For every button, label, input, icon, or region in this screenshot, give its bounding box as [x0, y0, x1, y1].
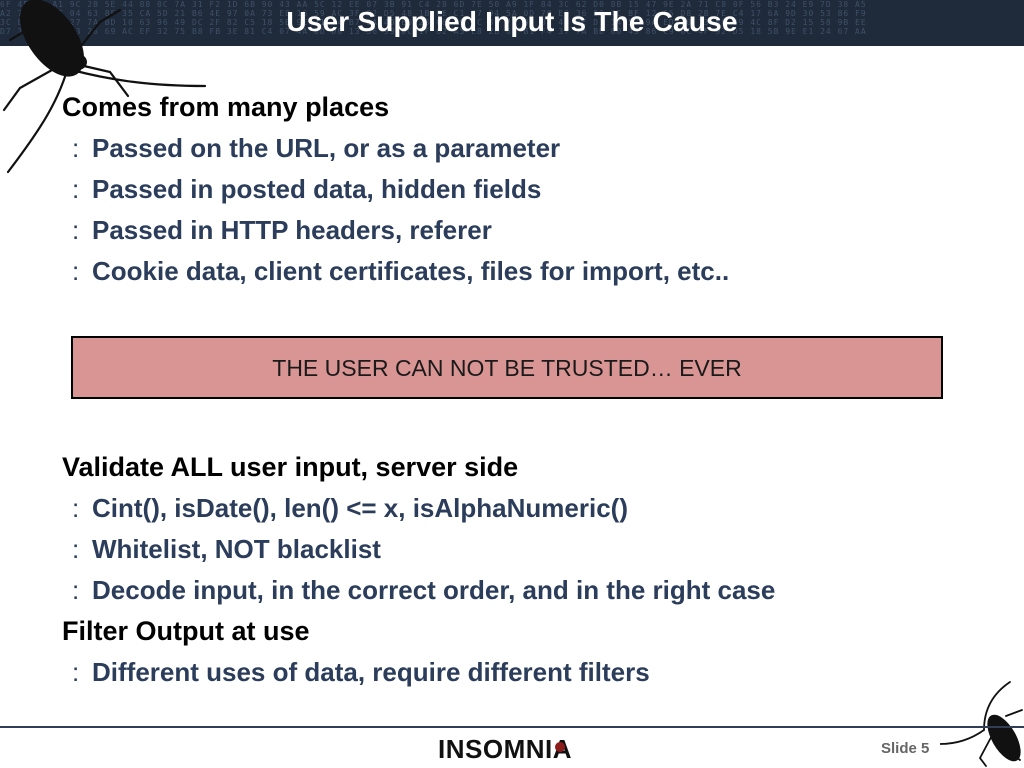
bullet-marker: :	[72, 174, 80, 204]
list-item: : Whitelist, NOT blacklist	[72, 534, 381, 565]
list-item-text: Decode input, in the correct order, and …	[92, 575, 776, 605]
section-heading-validate: Validate ALL user input, server side	[62, 452, 519, 482]
list-item-text: Cookie data, client certificates, files …	[92, 256, 730, 286]
list-item-text: Different uses of data, require differen…	[92, 657, 650, 687]
list-item-text: Passed in posted data, hidden fields	[92, 174, 542, 204]
section-heading-filter: Filter Output at use	[62, 616, 310, 646]
list-item: : Cookie data, client certificates, files…	[72, 256, 729, 287]
warning-text: THE USER CAN NOT BE TRUSTED… EVER	[272, 355, 742, 381]
bullet-marker: :	[72, 575, 80, 605]
logo-text: INSOMNIA	[438, 734, 572, 764]
bullet-marker: :	[72, 133, 80, 163]
header-bar: 6F 45 33 A1 9C 2B 5E 44 88 0C 7A 31 F2 1…	[0, 0, 1024, 46]
list-item: : Cint(), isDate(), len() <= x, isAlphaNu…	[72, 493, 628, 524]
list-item-text: Passed in HTTP headers, referer	[92, 215, 492, 245]
cockroach-icon	[2, 0, 207, 174]
footer-divider	[0, 726, 1024, 728]
bullet-marker: :	[72, 493, 80, 523]
bullet-marker: :	[72, 215, 80, 245]
bullet-marker: :	[72, 657, 80, 687]
cockroach-icon	[940, 681, 1023, 767]
list-item: : Passed in posted data, hidden fields	[72, 174, 541, 205]
insomnia-logo: INSOMNIA	[438, 734, 572, 765]
slide-number: Slide 5	[881, 740, 930, 757]
hex-background-pattern: 6F 45 33 A1 9C 2B 5E 44 88 0C 7A 31 F2 1…	[0, 0, 867, 36]
list-item-text: Cint(), isDate(), len() <= x, isAlphaNum…	[92, 493, 628, 523]
list-item: : Decode input, in the correct order, and…	[72, 575, 775, 606]
logo-dot	[555, 742, 565, 752]
list-item: : Different uses of data, require differe…	[72, 657, 650, 688]
bullet-marker: :	[72, 256, 80, 286]
section-heading-sources: Comes from many places	[62, 92, 390, 122]
bullet-marker: :	[72, 534, 80, 564]
list-item: : Passed on the URL, or as a parameter	[72, 133, 560, 164]
list-item-text: Passed on the URL, or as a parameter	[92, 133, 561, 163]
warning-callout: THE USER CAN NOT BE TRUSTED… EVER	[71, 336, 943, 399]
list-item: : Passed in HTTP headers, referer	[72, 215, 492, 246]
list-item-text: Whitelist, NOT blacklist	[92, 534, 381, 564]
slide-title: User Supplied Input Is The Cause	[286, 6, 738, 37]
